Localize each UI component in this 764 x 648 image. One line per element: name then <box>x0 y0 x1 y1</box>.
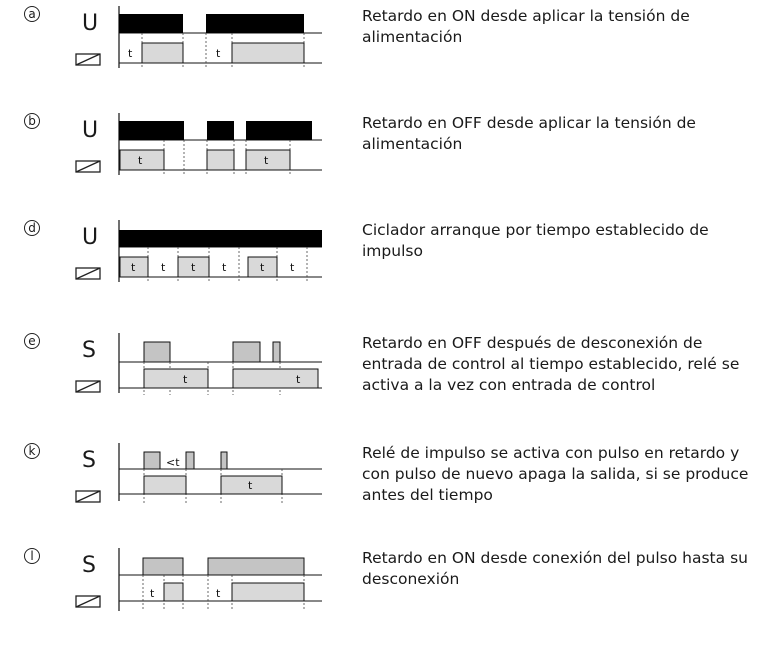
time-label: t <box>128 47 133 60</box>
signal-label: S <box>82 448 96 473</box>
function-description-k: Relé de impulso se activa con pulso en r… <box>362 444 749 504</box>
function-row-a: a U t t Retardo en ON desde aplicar la t… <box>0 6 764 106</box>
function-badge-d: d <box>24 220 40 236</box>
time-label: t <box>216 47 221 60</box>
time-label: t <box>183 373 188 386</box>
function-row-k: k S <t t Relé de impulso se activa con p… <box>0 443 764 543</box>
time-label: t <box>222 261 227 274</box>
timing-diagram-k: <t t <box>118 443 322 503</box>
time-label: t <box>138 154 143 167</box>
signal-label: U <box>82 11 99 36</box>
timing-diagram-a: t t <box>118 6 322 68</box>
time-label: t <box>260 261 265 274</box>
function-badge-e: e <box>24 333 40 349</box>
function-description-b: Retardo en OFF desde aplicar la tensión … <box>362 114 696 153</box>
time-label: t <box>191 261 196 274</box>
function-description-l: Retardo en ON desde conexión del pulso h… <box>362 549 748 588</box>
timing-diagram-l: t t <box>118 548 322 611</box>
function-badge-a: a <box>24 6 40 22</box>
time-label: t <box>216 587 221 600</box>
relay-coil-icon <box>75 595 101 608</box>
function-row-e: e S t t Retardo en OFF después de descon… <box>0 333 764 433</box>
function-description-e: Retardo en OFF después de desconexión de… <box>362 334 740 394</box>
time-label: t <box>290 261 295 274</box>
timing-diagram-e: t t <box>118 333 322 395</box>
function-badge-l: l <box>24 548 40 564</box>
signal-label: U <box>82 118 99 143</box>
signal-label: U <box>82 225 99 250</box>
timing-diagram-b: t t <box>118 113 322 175</box>
function-badge-b: b <box>24 113 40 129</box>
time-label: t <box>131 261 136 274</box>
relay-coil-icon <box>75 160 101 173</box>
relay-coil-icon <box>75 380 101 393</box>
time-label: <t <box>166 456 180 469</box>
time-label: t <box>150 587 155 600</box>
time-label: t <box>248 479 253 492</box>
time-label: t <box>161 261 166 274</box>
function-description-d: Ciclador arranque por tiempo establecido… <box>362 221 709 260</box>
signal-label: S <box>82 553 96 578</box>
function-row-l: l S t t Retardo en ON desde conexión del… <box>0 548 764 648</box>
function-row-d: d U t t t t t t Ciclador arranque por ti… <box>0 220 764 320</box>
signal-label: S <box>82 338 96 363</box>
function-description-a: Retardo en ON desde aplicar la tensión d… <box>362 7 690 46</box>
time-label: t <box>296 373 301 386</box>
relay-coil-icon <box>75 53 101 66</box>
function-badge-k: k <box>24 443 40 459</box>
timing-diagram-d: t t t t t t <box>118 220 322 282</box>
relay-coil-icon <box>75 267 101 280</box>
function-row-b: b U t t Retardo en OFF desde aplicar la … <box>0 113 764 213</box>
relay-coil-icon <box>75 490 101 503</box>
time-label: t <box>264 154 269 167</box>
